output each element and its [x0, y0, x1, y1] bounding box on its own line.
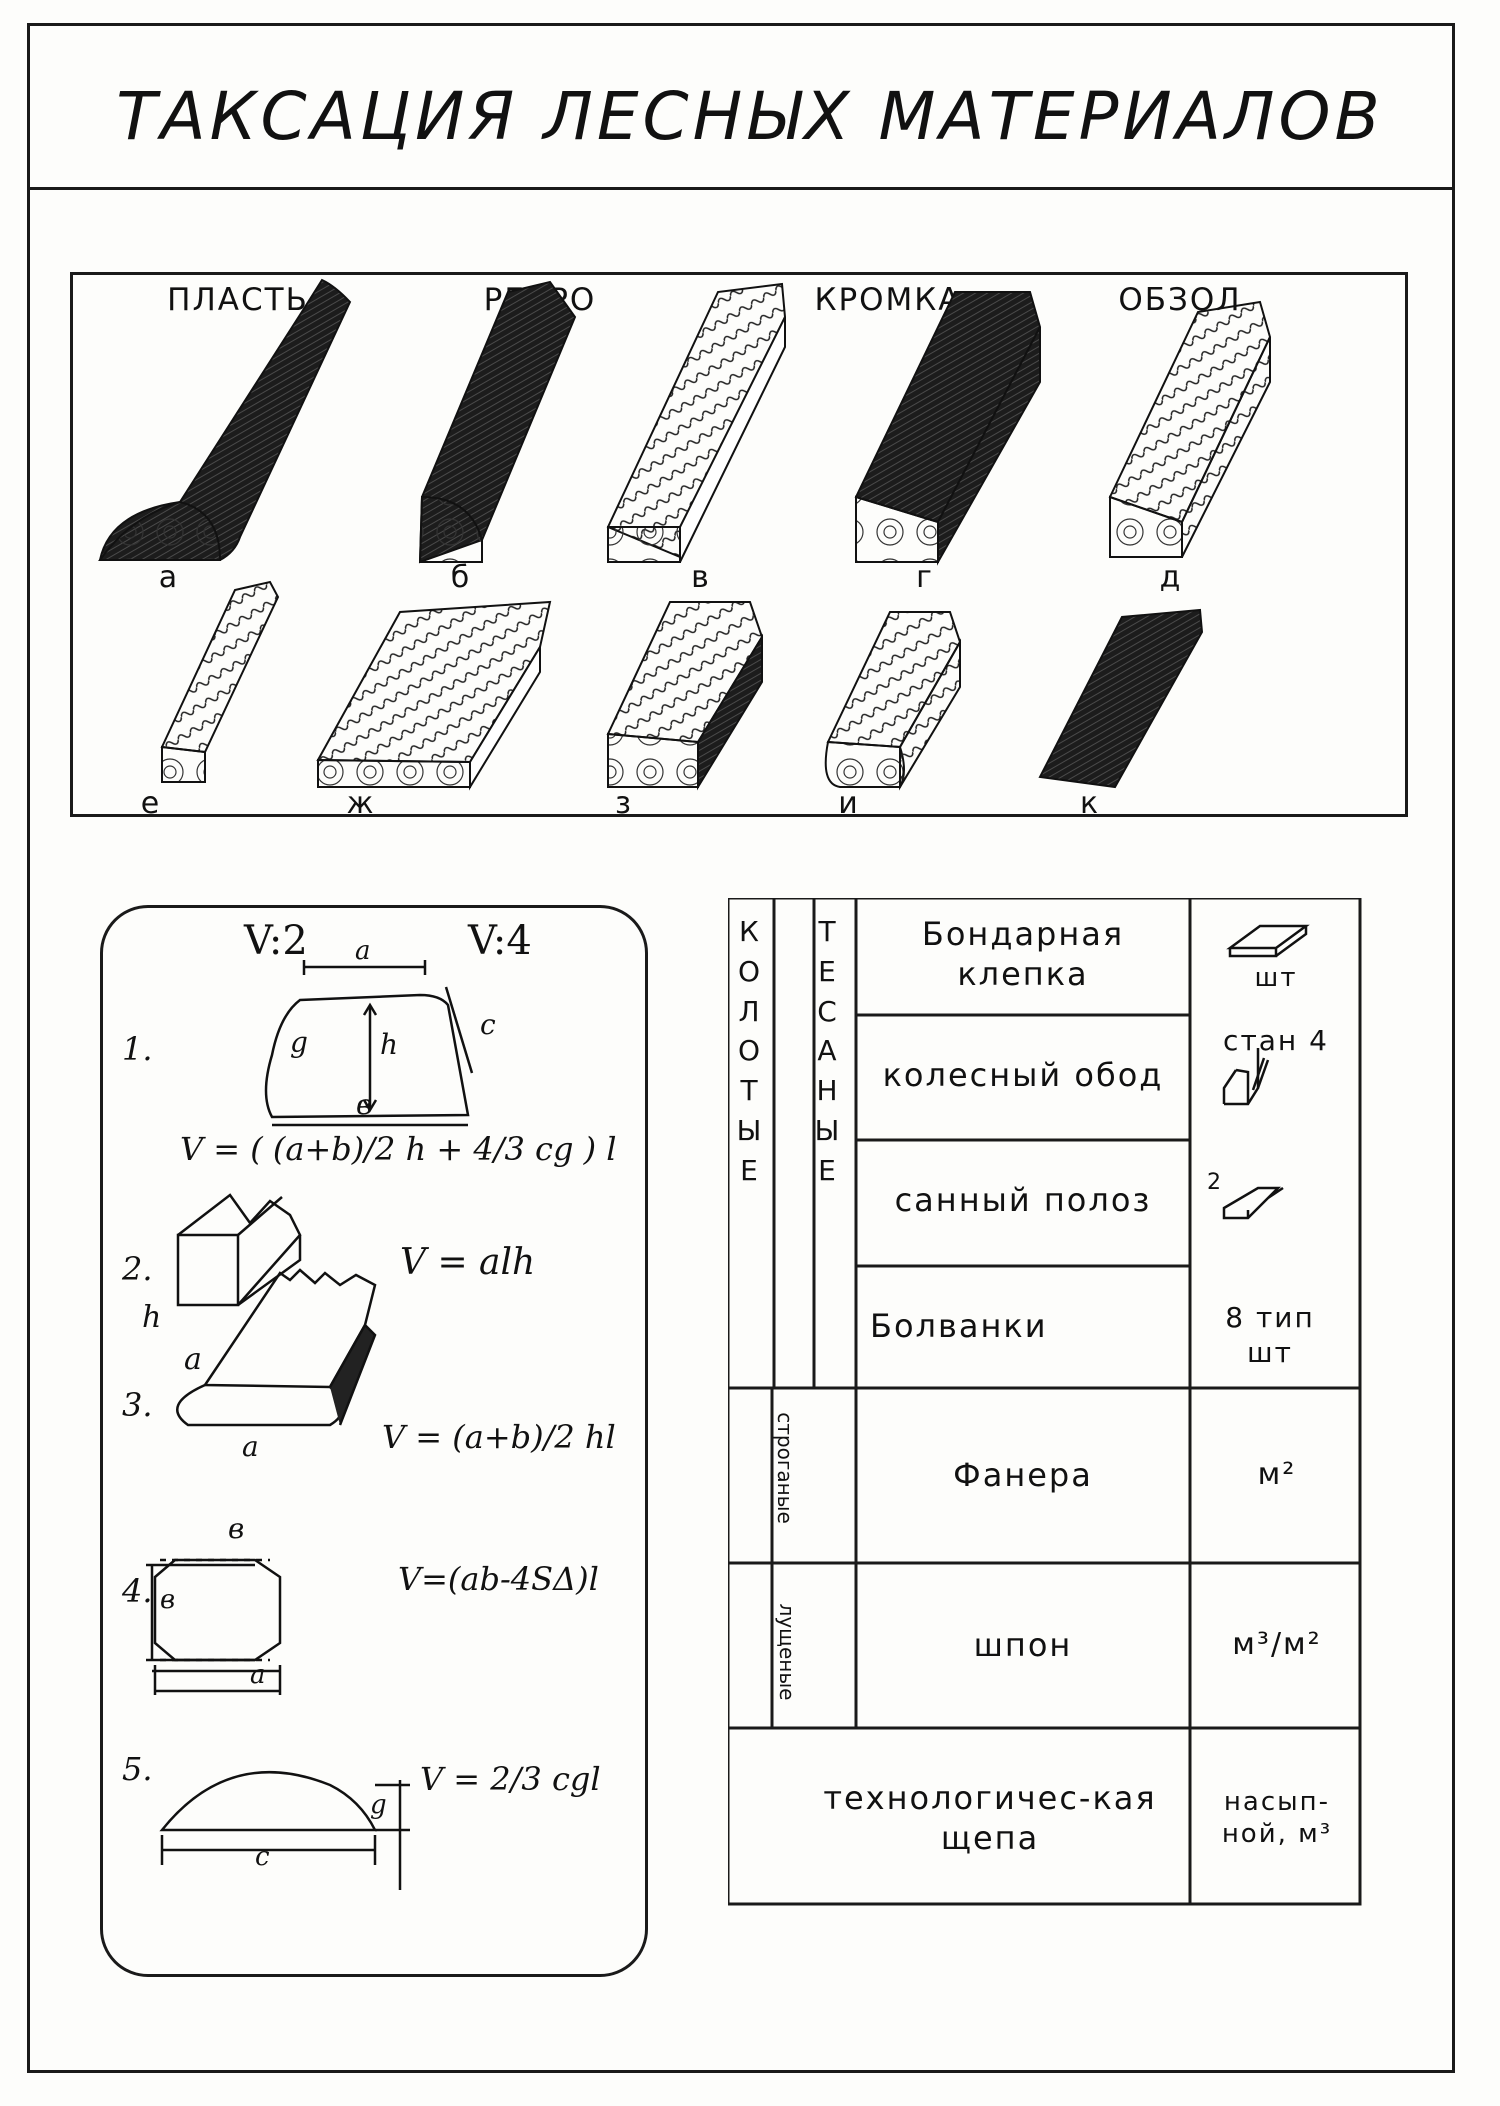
- product-unit-klepka: шт: [1254, 962, 1298, 993]
- formula-2-text: V = alh: [400, 1242, 536, 1283]
- formula-1-dim-g: g: [290, 1026, 308, 1059]
- lumber-piece-g: [854, 291, 1042, 566]
- lumber-types-panel: [70, 272, 1408, 817]
- formula-2-dim-a: a: [184, 1342, 202, 1377]
- product-name-poloz: санный полоз: [894, 1181, 1152, 1219]
- formula-1-dim-b: в: [356, 1088, 373, 1121]
- formula-5-dim-g: g: [370, 1790, 387, 1820]
- formula-header-left: V:2: [244, 918, 308, 964]
- formula-1-number: 1.: [122, 1030, 153, 1068]
- formula-4-dim-b: в: [160, 1585, 176, 1615]
- lumber-piece-z: [606, 601, 764, 791]
- formula-1-dim-h: h: [380, 1028, 399, 1061]
- lumber-piece-v: [606, 282, 787, 563]
- product-unit-shpon: м³/м²: [1232, 1627, 1322, 1663]
- lumber-piece-zh: [316, 600, 552, 791]
- formula-1-dim-c: c: [480, 1008, 496, 1041]
- formula-5-text: V = 2/3 cgl: [420, 1760, 601, 1798]
- formula-4-dim-a: a: [250, 1660, 266, 1690]
- product-name-shchepa: технологичес-кая щепа: [823, 1779, 1157, 1857]
- lumber-piece-i: [824, 611, 962, 791]
- product-name-shpon: шпон: [973, 1626, 1073, 1664]
- formula-diagrams: [146, 960, 474, 1890]
- product-unit-obod: стан 4: [1223, 1023, 1329, 1057]
- product-name-bolvanki: Болванки: [870, 1307, 1048, 1345]
- formula-2-number: 2.: [122, 1250, 153, 1288]
- piece-label-g: г: [916, 560, 932, 595]
- group-peeled-label: лущеные: [775, 1603, 799, 1701]
- piece-label-b: б: [450, 560, 470, 595]
- product-name-obod: колесный обод: [882, 1056, 1164, 1094]
- formula-3-text: V = (a+b)/2 hl: [382, 1418, 616, 1456]
- formula-3-dim-b: в: [228, 1512, 245, 1545]
- piece-label-e: е: [140, 786, 160, 821]
- formula-1-dim-a: a: [355, 936, 371, 966]
- lumber-piece-b: [418, 280, 577, 564]
- lumber-illustrations: [98, 278, 1272, 791]
- lumber-piece-k: [1038, 608, 1204, 789]
- formula-3-dim-a: a: [242, 1430, 259, 1463]
- page-frame: [27, 23, 1455, 2073]
- formula-5-dim-c: c: [255, 1842, 270, 1872]
- product-name-fanera: Фанера: [953, 1456, 1093, 1494]
- piece-label-i: и: [838, 786, 858, 821]
- piece-label-k: к: [1079, 786, 1099, 821]
- piece-label-d: д: [1159, 560, 1181, 595]
- formula-1-text: V = ( (a+b)/2 h + 4/3 cg ) l: [180, 1130, 617, 1168]
- formula-2-dim-h: h: [142, 1300, 162, 1335]
- title-divider: [27, 187, 1455, 190]
- lumber-piece-e: [160, 580, 280, 783]
- piece-label-z: з: [615, 786, 631, 821]
- formula-3-number: 3.: [122, 1386, 153, 1424]
- label-plast: ПЛАСТЬ: [167, 282, 309, 318]
- lumber-piece-a: [98, 278, 352, 561]
- volume-formulas-panel: [100, 905, 648, 1977]
- group-planed-label: строганые: [773, 1412, 797, 1524]
- product-unit-poloz: 2: [1207, 1170, 1223, 1196]
- piece-label-v: в: [691, 560, 709, 595]
- formula-4-number: 4.: [122, 1572, 153, 1610]
- page-title: ТАКСАЦИЯ ЛЕСНЫХ МАТЕРИАЛОВ: [116, 78, 1384, 155]
- product-unit-fanera: м²: [1257, 1457, 1297, 1493]
- formula-header-right: V:4: [468, 918, 532, 964]
- product-unit-shchepa: насып-ной, м³: [1221, 1786, 1333, 1850]
- product-unit-bolvanki: 8 тип шт: [1225, 1301, 1315, 1369]
- label-kromka: КРОМКА: [814, 282, 962, 318]
- formula-4-text: V=(ab-4SΔ)l: [398, 1560, 599, 1598]
- piece-label-a: а: [158, 560, 178, 595]
- piece-label-zh: ж: [346, 786, 374, 821]
- product-name-klepka: Бондарная клепка: [921, 915, 1125, 993]
- lumber-piece-d: [1108, 300, 1272, 558]
- products-table-grid: [728, 898, 1362, 1906]
- formula-5-number: 5.: [122, 1750, 153, 1788]
